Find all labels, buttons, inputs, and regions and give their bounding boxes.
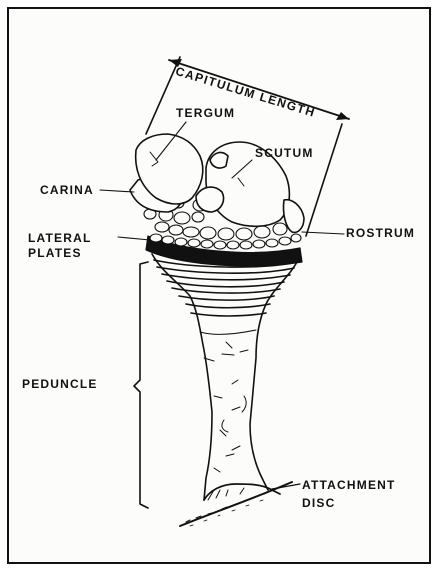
- lateral-plates-label-line1: LATERAL: [28, 231, 92, 245]
- lateral-plates-label-line2: PLATES: [28, 246, 82, 260]
- peduncle-stalk: [152, 254, 298, 500]
- peduncle-label: PEDUNCLE: [22, 377, 98, 391]
- rostrum-label: ROSTRUM: [346, 226, 415, 240]
- tergum-label: TERGUM: [176, 106, 235, 120]
- scutum-label: SCUTUM: [255, 146, 314, 160]
- peduncle-bracket: [134, 262, 148, 508]
- attachment-disc-label-line1: ATTACHMENT: [302, 478, 396, 492]
- attachment-disc-label-line2: DISC: [302, 496, 335, 510]
- carina-label: CARINA: [40, 183, 94, 197]
